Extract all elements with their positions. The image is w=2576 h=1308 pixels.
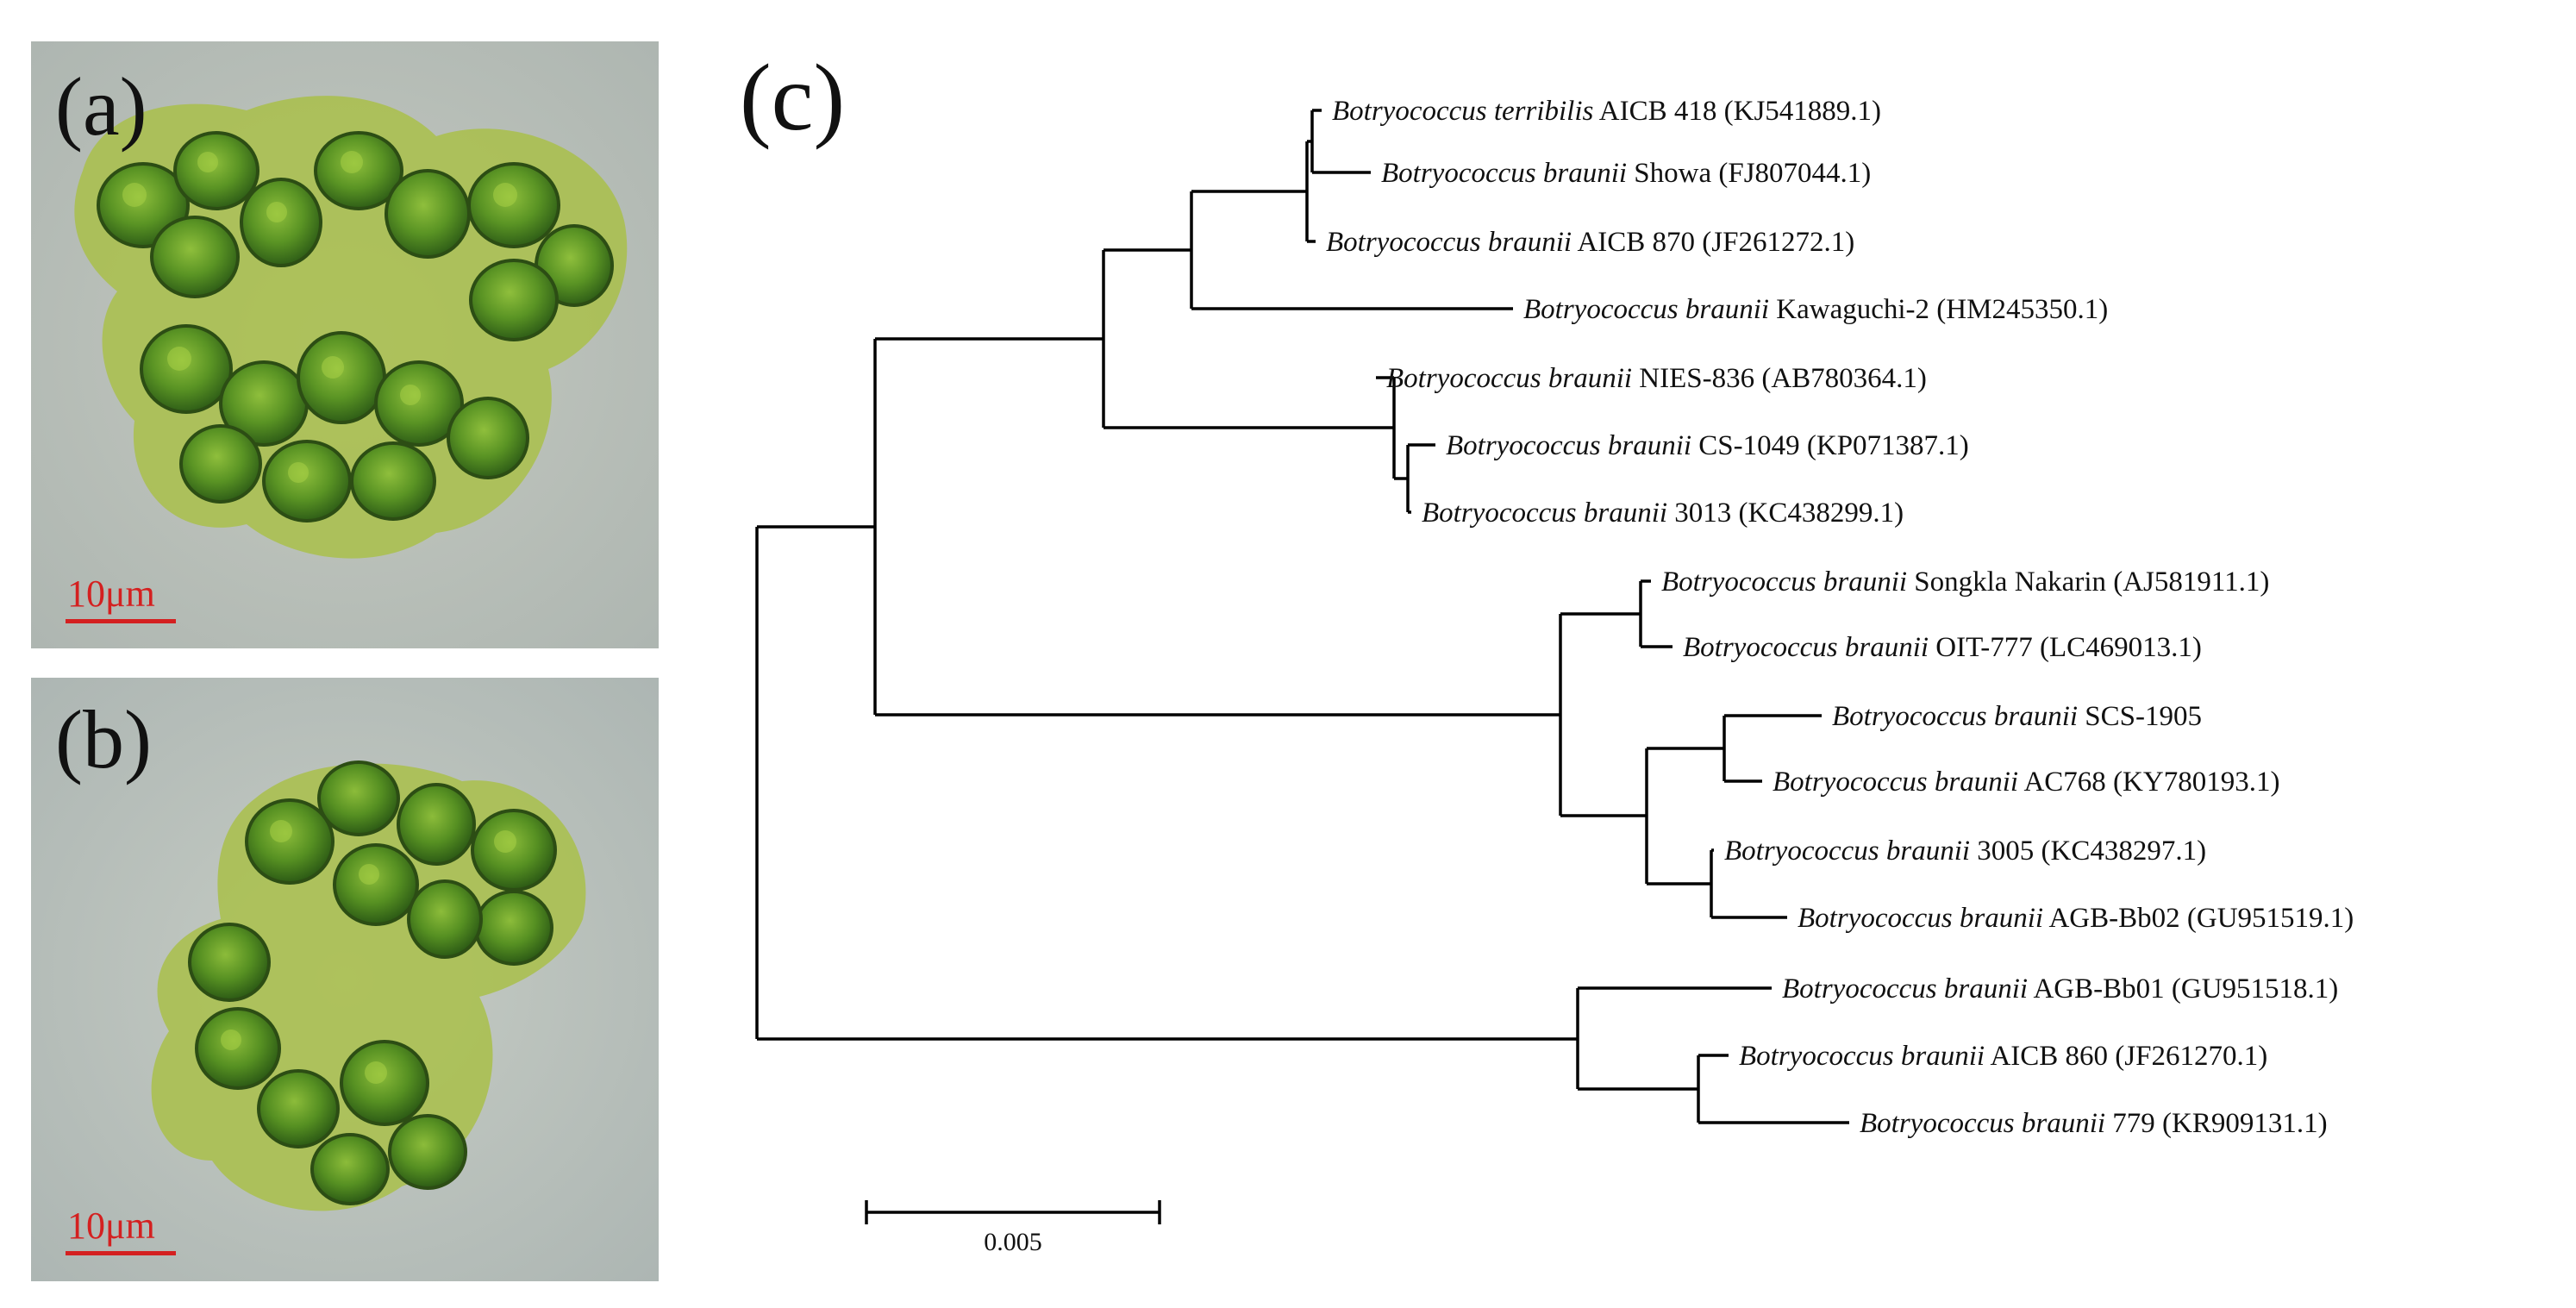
taxon-label: Botryococcus braunii AGB-Bb01 (GU951518.… [1782,973,2338,1004]
phylogenetic-tree: (c) Botryococcus terribilis AICB 418 (KJ… [740,45,2354,1256]
taxon-binomial: Botryococcus braunii [1386,363,1632,394]
panel-c-label: (c) [740,45,845,150]
taxon-binomial: Botryococcus braunii [1724,835,1970,867]
panel-a-label: (a) [55,60,147,153]
panel-b-scale-label: 10μm [67,1205,155,1247]
taxon-binomial: Botryococcus braunii [1523,294,1769,325]
micrograph-b-image: (b) 10μm [31,678,659,1281]
taxon-strain: AICB 870 (JF261272.1) [1572,227,1854,258]
micrograph-panel-b: (b) 10μm [31,678,659,1281]
tree-branches [755,109,1849,1124]
micrograph-a-image: (a) 10μm [31,41,659,648]
panel-a-scale-bar [66,619,176,623]
taxon-binomial: Botryococcus terribilis [1332,96,1593,127]
taxon-binomial: Botryococcus braunii [1683,632,1929,663]
taxon-strain: SCS-1905 [2078,701,2202,732]
taxon-strain: AC768 (KY780193.1) [2018,767,2279,798]
taxon-strain: AICB 418 (KJ541889.1) [1593,96,1881,127]
taxon-binomial: Botryococcus braunii [1661,566,1907,598]
taxon-label: Botryococcus braunii 3013 (KC438299.1) [1422,498,1904,529]
taxon-label: Botryococcus braunii 3005 (KC438297.1) [1724,835,2206,867]
taxon-label: Botryococcus braunii AICB 860 (JF261270.… [1739,1041,2267,1072]
taxon-strain: Songkla Nakarin (AJ581911.1) [1907,566,2269,598]
taxon-strain: Showa (FJ807044.1) [1627,158,1871,189]
panel-b-label: (b) [55,693,152,785]
panel-b-scale-bar [66,1251,176,1255]
taxon-binomial: Botryococcus braunii [1773,767,2018,798]
taxon-binomial: Botryococcus braunii [1381,158,1627,189]
panel-a-scale-label: 10μm [67,573,155,615]
taxon-label: Botryococcus braunii Showa (FJ807044.1) [1381,158,1871,189]
micrograph-panel-a: (a) 10μm [31,41,659,648]
taxon-binomial: Botryococcus braunii [1782,973,2028,1004]
taxon-strain: OIT-777 (LC469013.1) [1929,632,2202,663]
taxon-strain: CS-1049 (KP071387.1) [1691,430,1969,461]
taxon-binomial: Botryococcus braunii [1446,430,1691,461]
taxon-label: Botryococcus terribilis AICB 418 (KJ5418… [1332,96,1881,127]
taxon-strain: 3005 (KC438297.1) [1970,835,2206,867]
taxon-binomial: Botryococcus braunii [1860,1108,2105,1139]
taxon-label: Botryococcus braunii SCS-1905 [1832,701,2202,732]
taxon-strain: AGB-Bb01 (GU951518.1) [2028,973,2338,1004]
scale-bar-label: 0.005 [984,1228,1042,1256]
phylogenetic-tree-panel: (c) Botryococcus terribilis AICB 418 (KJ… [655,0,2576,1304]
taxon-label: Botryococcus braunii AGB-Bb02 (GU951519.… [1798,903,2354,934]
taxon-binomial: Botryococcus braunii [1422,498,1667,529]
taxon-strain: AGB-Bb02 (GU951519.1) [2043,903,2354,934]
taxon-binomial: Botryococcus braunii [1739,1041,1985,1072]
taxon-labels: Botryococcus terribilis AICB 418 (KJ5418… [1326,96,2354,1139]
taxon-strain: NIES-836 (AB780364.1) [1632,363,1927,394]
taxon-label: Botryococcus braunii AICB 870 (JF261272.… [1326,227,1854,258]
taxon-label: Botryococcus braunii AC768 (KY780193.1) [1773,767,2279,798]
taxon-binomial: Botryococcus braunii [1798,903,2043,934]
taxon-binomial: Botryococcus braunii [1326,227,1572,258]
taxon-label: Botryococcus braunii NIES-836 (AB780364.… [1386,363,1927,394]
taxon-label: Botryococcus braunii 779 (KR909131.1) [1860,1108,2328,1139]
taxon-strain: 779 (KR909131.1) [2105,1108,2328,1139]
taxon-strain: Kawaguchi-2 (HM245350.1) [1769,294,2108,325]
taxon-label: Botryococcus braunii Kawaguchi-2 (HM2453… [1523,294,2108,325]
branch-length-scale: 0.005 [865,1200,1161,1256]
taxon-binomial: Botryococcus braunii [1832,701,2078,732]
taxon-label: Botryococcus braunii CS-1049 (KP071387.1… [1446,430,1969,461]
taxon-strain: 3013 (KC438299.1) [1667,498,1904,529]
taxon-label: Botryococcus braunii OIT-777 (LC469013.1… [1683,632,2202,663]
taxon-label: Botryococcus braunii Songkla Nakarin (AJ… [1661,566,2269,598]
taxon-strain: AICB 860 (JF261270.1) [1985,1041,2267,1072]
